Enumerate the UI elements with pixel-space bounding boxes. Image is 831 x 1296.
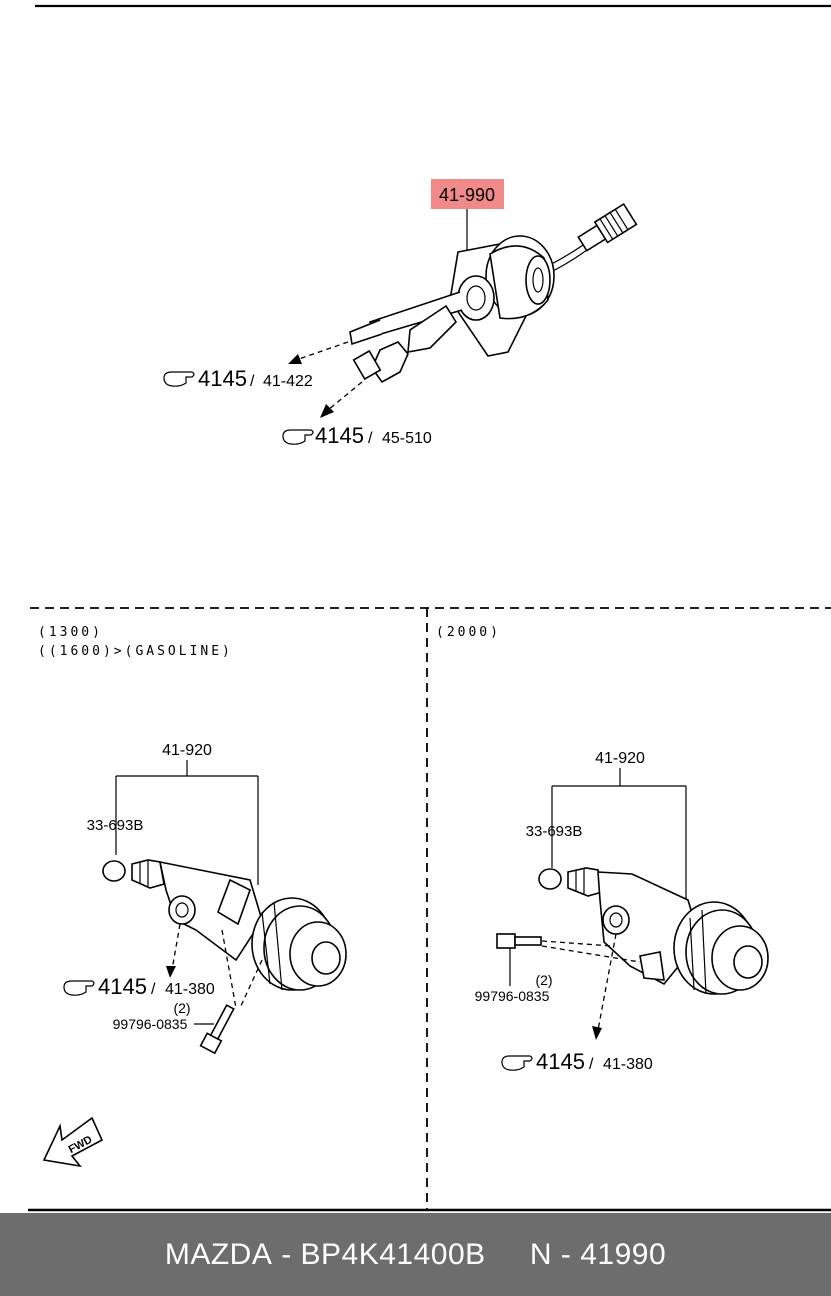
left-bolt <box>199 1004 235 1055</box>
left-assembly-bracket <box>115 760 259 885</box>
left-cap-label[interactable]: 33-693B <box>87 817 144 834</box>
arrowhead-2 <box>320 404 334 418</box>
left-arrowhead-ref <box>166 966 176 978</box>
right-arrowhead-ref <box>592 1026 602 1040</box>
footer-brand: MAZDA <box>164 1237 273 1271</box>
svg-text:41-380: 41-380 <box>603 1056 653 1073</box>
highlight-part-label-41-990[interactable]: 41-990 <box>431 179 504 209</box>
right-slave-cylinder <box>538 867 769 995</box>
footer-catalog-ref: N - 41990 <box>529 1237 667 1271</box>
left-bolt-label[interactable]: 99796-0835 <box>113 1016 188 1032</box>
left-assembly-label[interactable]: 41-920 <box>162 742 212 759</box>
fwd-arrow-icon: FWD <box>42 1116 104 1168</box>
right-bolt <box>496 933 542 949</box>
left-leader-ref <box>171 923 181 971</box>
ref-4145-45-510[interactable]: 4145 / 45-510 <box>282 423 432 448</box>
svg-text:41-380: 41-380 <box>165 981 215 998</box>
ref-4145-41-422[interactable]: 4145 / 41-422 <box>163 366 313 391</box>
right-variant-line-1: (2000) <box>436 625 501 640</box>
right-bolt-qty: (2) <box>535 972 552 988</box>
part-info-footer: MAZDA - BP4K41400B N - 41990 <box>0 1213 831 1296</box>
hand-pointer-icon <box>163 371 195 387</box>
svg-text:4145: 4145 <box>98 974 147 999</box>
footer-separator: - <box>272 1237 301 1271</box>
right-leader-bolt <box>541 940 641 963</box>
right-assembly-label[interactable]: 41-920 <box>595 750 645 767</box>
arrowhead-1 <box>288 354 302 364</box>
left-bolt-qty: (2) <box>173 1000 190 1016</box>
hand-pointer-icon <box>501 1055 533 1071</box>
svg-text:4145: 4145 <box>536 1049 585 1074</box>
right-ref-4145-41-380[interactable]: 4145 / 41-380 <box>501 1049 653 1074</box>
footer-gap <box>486 1238 530 1272</box>
leader-dash-2 <box>327 381 363 411</box>
footer-part-number[interactable]: BP4K41400B <box>300 1237 486 1271</box>
left-leader-bolt <box>221 929 263 1009</box>
svg-text:45-510: 45-510 <box>382 430 432 447</box>
svg-text:/: / <box>368 430 373 447</box>
right-assembly-bracket <box>551 768 687 905</box>
svg-text:/: / <box>151 981 156 998</box>
svg-text:4145: 4145 <box>198 366 247 391</box>
svg-text:/: / <box>589 1056 594 1073</box>
svg-text:/: / <box>250 373 255 390</box>
left-ref-4145-41-380[interactable]: 4145 / 41-380 <box>63 974 215 999</box>
hand-pointer-icon <box>63 980 95 996</box>
svg-text:41-990: 41-990 <box>439 185 495 205</box>
right-cap-label[interactable]: 33-693B <box>526 823 583 840</box>
hand-pointer-icon <box>282 429 314 445</box>
svg-text:41-422: 41-422 <box>263 373 313 390</box>
exploded-parts-diagram: 41-990 <box>28 4 831 1212</box>
concentric-slave-cylinder <box>349 202 638 384</box>
right-leader-ref <box>597 933 617 1031</box>
svg-text:4145: 4145 <box>315 423 364 448</box>
leader-dash-1 <box>295 341 349 361</box>
left-variant-line-1: (1300) <box>38 625 103 640</box>
left-slave-cylinder <box>102 859 347 991</box>
left-variant-line-2: ((1600)>(GASOLINE) <box>38 644 233 659</box>
right-bolt-label[interactable]: 99796-0835 <box>475 988 550 1004</box>
